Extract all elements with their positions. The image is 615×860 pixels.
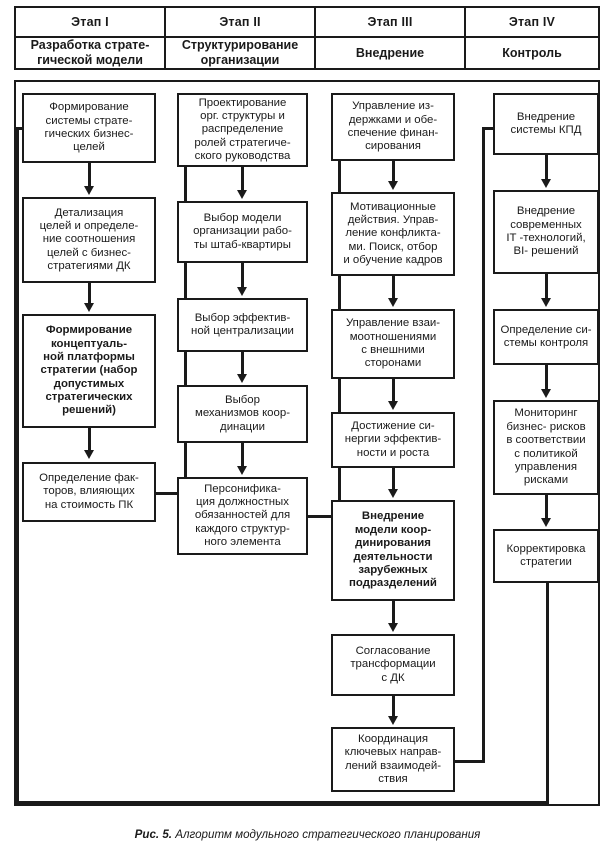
arrow-c3-r5-r6 <box>387 623 398 632</box>
stage-title-1: Разработка страте-гической модели <box>30 38 150 67</box>
feedback-loop-down-segment <box>546 583 549 804</box>
arrow-c1-r2-r3 <box>83 303 94 312</box>
connector-c4-r4-r5 <box>544 495 548 520</box>
arrow-c2-r2-r3 <box>237 287 247 296</box>
connector-c3-r6-r7 <box>391 696 395 718</box>
figure-caption: Рис. 5. Алгоритм модульного стратегическ… <box>0 828 615 841</box>
arrow-c4-r3-r4 <box>540 389 551 398</box>
connector-c3-to-c4-out <box>453 760 485 763</box>
box-c2-r3: Выбор эффектив-ной централизации <box>177 298 308 352</box>
connector-c3-r1-r2 <box>391 161 395 183</box>
connector-c3-to-c4-in <box>482 127 499 130</box>
box-c3-r1: Управление из-держками и обе-спечение фи… <box>331 93 455 161</box>
stage-header-column-1: Этап I Разработка страте-гической модели <box>16 8 166 68</box>
arrow-c3-r6-r7 <box>387 716 398 725</box>
box-c3-r4: Достижение си-нергии эффектив-ности и ро… <box>331 412 455 468</box>
stage-header-table: Этап I Разработка страте-гической модели… <box>14 6 600 70</box>
arrow-c1-r3-r4 <box>83 450 94 459</box>
figure-caption-text: Алгоритм модульного стратегического план… <box>175 828 481 841</box>
connector-c3-r5-r6 <box>391 601 395 625</box>
connector-c3-to-c4-up <box>482 127 485 763</box>
connector-c3-r2-r3 <box>391 276 395 300</box>
stage-number-3: Этап III <box>316 8 464 38</box>
connector-c1-r2-r3 <box>87 283 91 305</box>
connector-c1-r3-r4 <box>87 428 91 452</box>
connector-c4-r1-r2 <box>544 155 548 181</box>
connector-c4-r3-r4 <box>544 365 548 391</box>
connector-c4-r2-r3 <box>544 274 548 300</box>
box-c4-r3: Определение си-стемы контроля <box>493 309 599 365</box>
stage-title-3: Внедрение <box>355 45 425 60</box>
connector-c1-to-c2-out <box>154 492 187 495</box>
stage-number-4: Этап IV <box>466 8 598 38</box>
connector-c3-r3-r4 <box>391 379 395 403</box>
connector-c3-r4-r5 <box>391 468 395 491</box>
connector-c2-r2-r3 <box>241 263 244 289</box>
connector-c2-r4-r5 <box>241 443 244 468</box>
figure-caption-number: Рис. 5. <box>134 828 173 841</box>
arrow-c3-r2-r3 <box>387 298 398 307</box>
arrow-c1-r1-r2 <box>83 186 94 195</box>
arrow-c4-r1-r2 <box>540 179 551 188</box>
stage-number-1: Этап I <box>16 8 164 38</box>
connector-c2-r1-r2 <box>241 167 244 192</box>
stage-header-column-3: Этап III Внедрение <box>316 8 466 68</box>
connector-c2-to-c3-out <box>306 515 341 518</box>
arrow-c2-r1-r2 <box>237 190 247 199</box>
arrow-c3-r4-r5 <box>387 489 398 498</box>
arrow-c3-r1-r2 <box>387 181 398 190</box>
stage-title-4: Контроль <box>502 45 562 60</box>
feedback-loop-left-segment <box>16 127 19 804</box>
arrow-c2-r3-r4 <box>237 374 247 383</box>
arrow-c4-r2-r3 <box>540 298 551 307</box>
stage-header-column-4: Этап IV Контроль <box>466 8 598 68</box>
stage-number-2: Этап II <box>166 8 314 38</box>
connector-c2-r3-r4 <box>241 352 244 376</box>
diagram-frame <box>14 80 600 806</box>
feedback-loop-bottom-segment <box>16 801 549 804</box>
arrow-c2-r4-r5 <box>237 466 247 475</box>
arrow-c3-r3-r4 <box>387 401 398 410</box>
arrow-c4-r4-r5 <box>540 518 551 527</box>
connector-c1-r1-r2 <box>87 163 91 188</box>
